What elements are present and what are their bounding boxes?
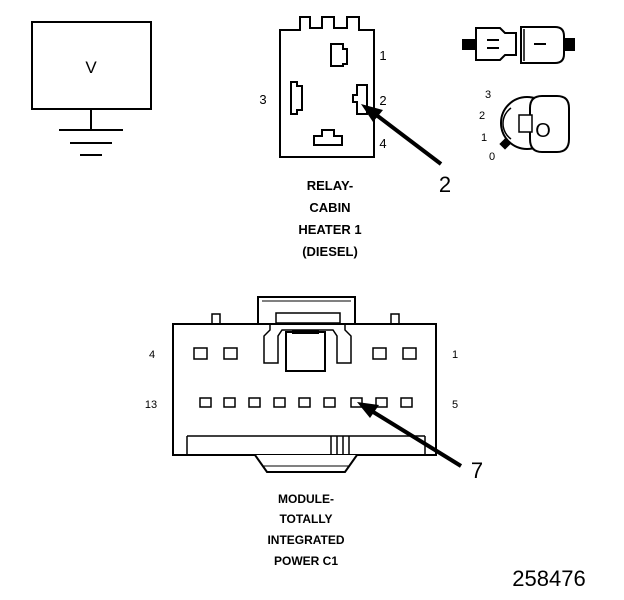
module-label-5: 5 [452, 399, 458, 411]
callout-label-7: 7 [471, 458, 483, 483]
module-title-line-3: INTEGRATED [267, 533, 344, 547]
voltmeter-symbol: V [31, 21, 152, 156]
voltmeter-label: V [85, 58, 97, 77]
switch-pointer-icon [499, 138, 511, 150]
module-top-terminals [193, 347, 417, 360]
module-label-4: 4 [149, 349, 155, 361]
ignition-position-2: 2 [479, 110, 485, 122]
module-bottom-terminals [199, 397, 413, 408]
relay-pin-4 [313, 129, 343, 146]
relay-pin-label-1: 1 [379, 48, 386, 63]
ignition-switch-icon: O 3 2 1 0 [479, 89, 570, 163]
callout-label-2: 2 [439, 172, 451, 197]
callout-arrow-7 [357, 402, 463, 468]
relay-pin-1 [330, 43, 348, 67]
module-connector: 4 1 13 5 [145, 296, 458, 473]
ignition-position-1: 1 [481, 132, 487, 144]
relay-title-line-4: (DIESEL) [302, 244, 358, 259]
relay-pin-3 [290, 81, 303, 115]
relay-title-line-1: RELAY- [307, 178, 353, 193]
module-label-13: 13 [145, 399, 157, 411]
relay-pin-label-4: 4 [379, 136, 386, 151]
relay-title-line-2: CABIN [309, 200, 350, 215]
figure-number: 258476 [512, 566, 585, 591]
ignition-position-0: 0 [489, 151, 495, 163]
module-title-line-2: TOTALLY [279, 512, 332, 526]
relay-pin-label-3: 3 [259, 92, 266, 107]
module-label-1: 1 [452, 349, 458, 361]
callout-arrow-2 [361, 104, 443, 166]
relay-connector: 1 2 3 4 [259, 16, 387, 158]
key-symbol-label: O [535, 120, 551, 142]
relay-pin-label-2: 2 [379, 93, 386, 108]
module-title-line-4: POWER C1 [274, 554, 338, 568]
ground-icon [59, 129, 123, 156]
module-title-line-1: MODULE- [278, 492, 334, 506]
relay-title-line-3: HEATER 1 [298, 222, 361, 237]
ignition-position-3: 3 [485, 89, 491, 101]
connector-plug-icon [462, 26, 575, 64]
